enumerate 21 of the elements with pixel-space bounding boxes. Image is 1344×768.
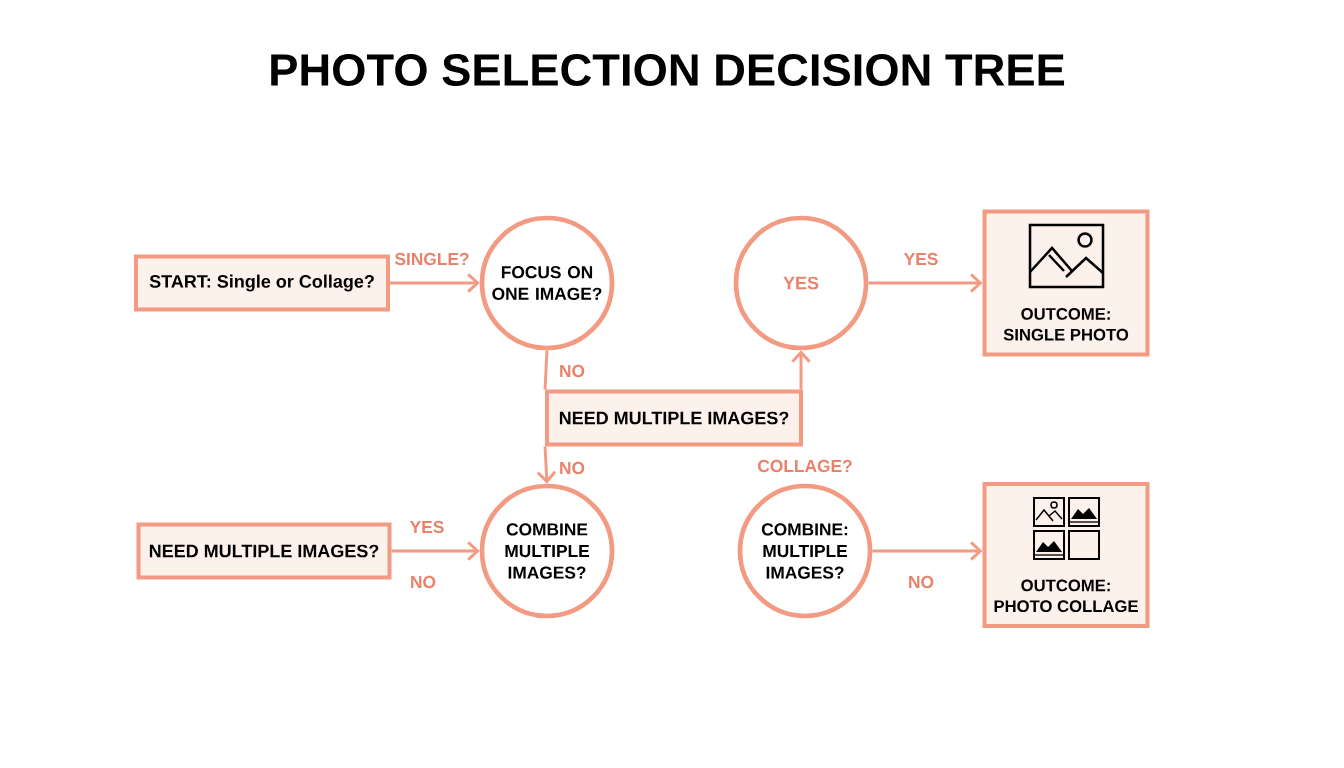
title: PHOTO SELECTION DECISION TREE	[271, 53, 1065, 87]
edge-label: NO	[906, 574, 936, 590]
edge-label: YES	[902, 251, 940, 267]
connector-line	[543, 350, 549, 390]
branch-label: NO	[408, 574, 438, 590]
edge-label: NO	[557, 363, 587, 379]
arrow	[391, 541, 480, 561]
edge-label: YES	[408, 519, 446, 535]
process-box: NEED MULTIPLE IMAGES?	[136, 522, 392, 580]
arrow	[868, 273, 983, 293]
process-box: START: Single or Collage?	[134, 254, 390, 312]
branch-label: COLLAGE?	[756, 458, 854, 474]
process-box: NEED MULTIPLE IMAGES?	[545, 389, 803, 447]
arrow	[390, 273, 480, 293]
arrow	[791, 350, 811, 390]
edge-label: NO	[557, 460, 587, 476]
arrow	[536, 446, 557, 484]
outcome-box: OUTCOME: PHOTO COLLAGE	[982, 482, 1150, 628]
outcome-box: OUTCOME: SINGLE PHOTO	[982, 209, 1150, 357]
edge-label: SINGLE?	[393, 251, 471, 267]
arrow	[872, 541, 983, 561]
